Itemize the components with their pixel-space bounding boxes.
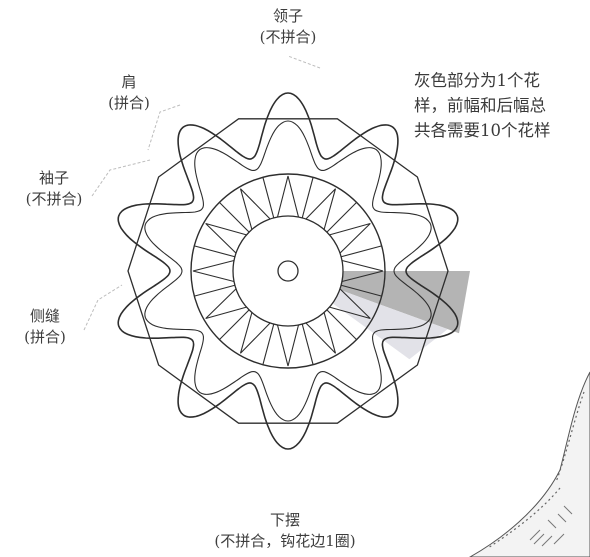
star-point	[305, 312, 337, 354]
star-point	[276, 175, 300, 218]
spoke-line	[340, 284, 382, 297]
label-leader-lines	[83, 55, 321, 331]
inner-ring	[232, 215, 344, 327]
hem-label: 下摆 (不拼合，钩花边1圈)	[190, 510, 380, 552]
spoke-line	[301, 323, 314, 365]
star-point	[205, 222, 247, 254]
sleeve-leader	[91, 159, 151, 197]
spoke-line	[340, 245, 382, 258]
note-line-2: 样，前幅和后幅总	[414, 96, 546, 115]
spoke-line	[326, 309, 357, 340]
spoke-line	[301, 177, 314, 219]
petal-outline-inner	[144, 120, 432, 422]
star-point	[239, 188, 271, 230]
star-point	[329, 288, 371, 320]
highlighted-sector-light	[332, 289, 448, 360]
gray-section-note: 灰色部分为1个花 样，前幅和后幅总 共各需要10个花样	[414, 68, 551, 143]
hem-name: 下摆	[269, 511, 300, 529]
spoke-line	[194, 284, 236, 297]
star-point	[205, 288, 247, 320]
spoke-line	[219, 309, 250, 340]
side-seam-leader	[83, 284, 123, 331]
collar-label: 领子 (不拼合)	[236, 6, 340, 48]
middle-ring	[190, 173, 386, 369]
star-point	[329, 222, 371, 254]
shoulder-note: (拼合)	[108, 94, 150, 112]
petal-outline-outer	[117, 92, 459, 450]
star-point	[276, 324, 300, 367]
sleeve-label: 袖子 (不拼合)	[4, 168, 104, 210]
star-point	[192, 259, 235, 283]
note-line-3: 共各需要10个花样	[414, 121, 551, 140]
sleeve-name: 袖子	[38, 169, 69, 187]
spoke-line	[194, 245, 236, 258]
spoke-line	[219, 202, 250, 233]
star-point	[239, 312, 271, 354]
collar-note: (不拼合)	[259, 28, 317, 46]
center-circle	[277, 260, 299, 282]
outer-decagon	[127, 118, 449, 424]
shoulder-name: 肩	[121, 73, 137, 91]
spoke-line	[262, 323, 275, 365]
shoulder-leader	[147, 104, 181, 151]
side-seam-note: (拼合)	[24, 328, 66, 346]
side-seam-label: 侧缝 (拼合)	[2, 306, 88, 348]
spoke-line	[326, 202, 357, 233]
hem-note: (不拼合，钩花边1圈)	[214, 532, 356, 550]
sleeve-note: (不拼合)	[25, 190, 83, 208]
star-point	[341, 259, 384, 283]
note-line-1: 灰色部分为1个花	[414, 71, 540, 90]
star-point	[305, 188, 337, 230]
side-seam-name: 侧缝	[29, 307, 60, 325]
spoke-line	[262, 177, 275, 219]
photo-fragment	[468, 371, 590, 557]
shoulder-label: 肩 (拼合)	[84, 72, 174, 114]
highlighted-sector-dark	[339, 271, 470, 334]
collar-leader	[287, 55, 321, 69]
collar-name: 领子	[272, 7, 303, 25]
star-spokes	[192, 175, 384, 367]
